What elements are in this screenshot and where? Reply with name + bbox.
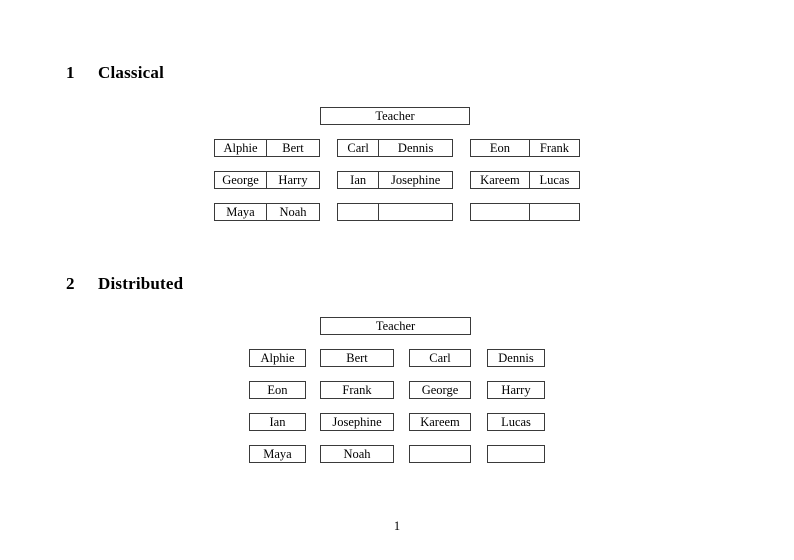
pair-group[interactable]: Carl Dennis [337, 139, 453, 157]
teacher-box-distributed[interactable]: Teacher [320, 317, 471, 335]
section-heading-distributed: 2 Distributed [66, 274, 183, 294]
person-box[interactable]: Dennis [487, 349, 545, 367]
person-box-empty[interactable] [409, 445, 471, 463]
person-box[interactable]: Alphie [249, 349, 306, 367]
person-box[interactable]: Josephine [320, 413, 394, 431]
person-box[interactable]: Lucas [487, 413, 545, 431]
person-cell[interactable]: Josephine [378, 172, 452, 188]
person-cell-empty[interactable] [338, 204, 378, 220]
person-box[interactable]: Maya [249, 445, 306, 463]
person-box-empty[interactable] [487, 445, 545, 463]
person-cell[interactable]: Lucas [528, 172, 579, 188]
pair-group[interactable]: George Harry [214, 171, 320, 189]
person-cell[interactable]: Kareem [480, 173, 520, 187]
section-title: Distributed [98, 274, 184, 293]
person-cell[interactable]: Alphie [223, 141, 258, 155]
person-box[interactable]: Bert [320, 349, 394, 367]
section-number: 2 [66, 274, 75, 293]
person-cell[interactable]: Eon [489, 141, 511, 155]
pair-group[interactable]: Maya Noah [214, 203, 320, 221]
person-box[interactable]: Harry [487, 381, 545, 399]
pair-group[interactable] [337, 203, 453, 221]
person-cell[interactable]: Dennis [378, 140, 452, 156]
person-cell-empty[interactable] [471, 204, 529, 220]
person-box[interactable]: Frank [320, 381, 394, 399]
person-cell-empty[interactable] [528, 204, 579, 220]
person-cell[interactable]: Ian [350, 173, 367, 187]
person-box[interactable]: George [409, 381, 471, 399]
section-title: Classical [98, 63, 165, 82]
person-cell[interactable]: George [222, 173, 259, 187]
person-box[interactable]: Eon [249, 381, 306, 399]
pair-group[interactable]: Kareem Lucas [470, 171, 580, 189]
teacher-box-classical[interactable]: Teacher [320, 107, 470, 125]
person-cell-empty[interactable] [378, 204, 452, 220]
page-number: 1 [393, 519, 401, 533]
pair-group[interactable] [470, 203, 580, 221]
person-box[interactable]: Noah [320, 445, 394, 463]
person-cell[interactable]: Maya [226, 205, 255, 219]
person-box[interactable]: Ian [249, 413, 306, 431]
person-cell[interactable]: Bert [266, 140, 319, 156]
person-box[interactable]: Carl [409, 349, 471, 367]
section-number: 1 [66, 63, 75, 82]
section-heading-classical: 1 Classical [66, 63, 164, 83]
pair-group[interactable]: Ian Josephine [337, 171, 453, 189]
person-cell[interactable]: Harry [266, 172, 319, 188]
person-cell[interactable]: Carl [347, 141, 369, 155]
pair-group[interactable]: Alphie Bert [214, 139, 320, 157]
person-cell[interactable]: Noah [266, 204, 319, 220]
person-cell[interactable]: Frank [528, 140, 579, 156]
pair-group[interactable]: Eon Frank [470, 139, 580, 157]
person-box[interactable]: Kareem [409, 413, 471, 431]
